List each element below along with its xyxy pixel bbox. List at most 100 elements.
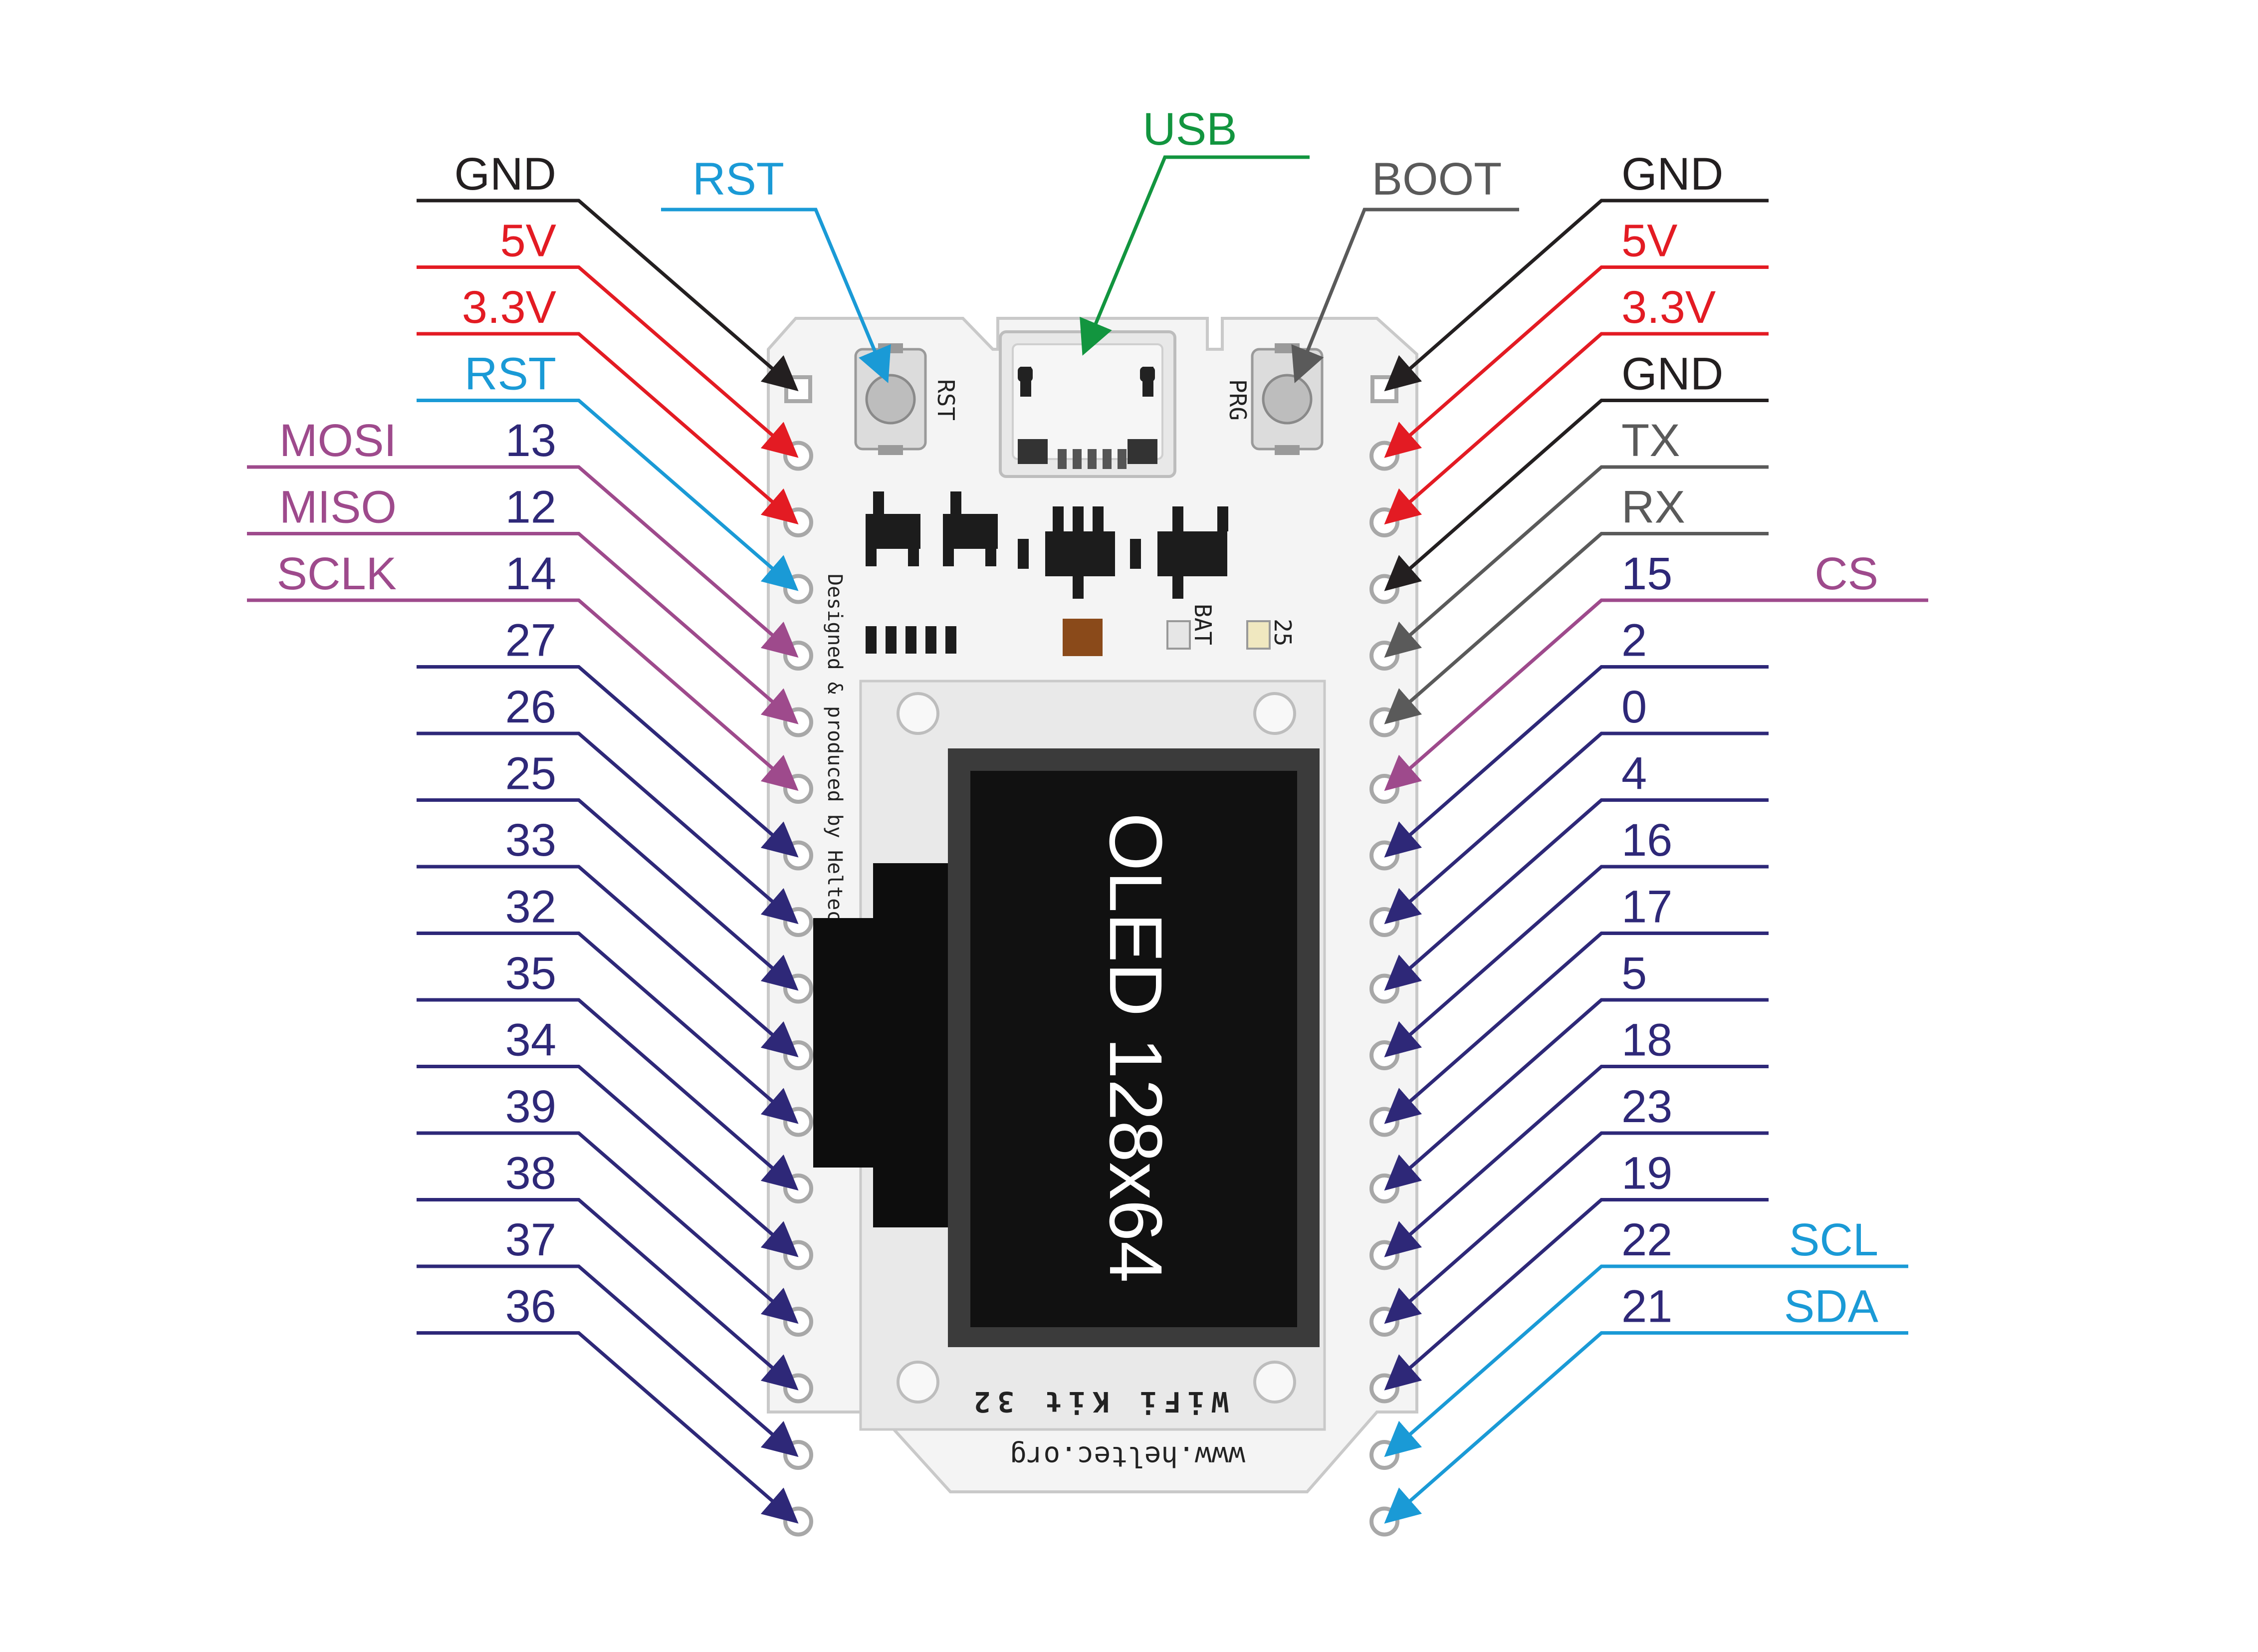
right-pin-label: TX [1621, 415, 1680, 466]
left-pin-label: 32 [505, 882, 556, 933]
left-pin-label: 34 [505, 1015, 556, 1066]
left-pin-2: 5V [417, 216, 799, 458]
right-pad-8 [1369, 840, 1399, 871]
usb-connector [999, 330, 1176, 478]
left-pin-16: 38 [417, 1148, 799, 1391]
left-pin-leader [417, 332, 799, 525]
left-pin-label: 37 [505, 1214, 556, 1265]
left-pad-17 [783, 1440, 813, 1470]
right-pad-15 [1369, 1307, 1399, 1337]
right-pin-6: RX [1384, 482, 1769, 724]
right-pad-13 [1369, 1174, 1399, 1203]
led-silk-label: 25 [1269, 619, 1296, 646]
left-pin-leader [417, 865, 799, 1058]
left-pin-label: 12 [505, 482, 556, 533]
left-pin-leader [247, 465, 799, 658]
left-pin-1: GND [417, 149, 799, 392]
right-pin-label: 5V [1621, 216, 1678, 266]
right-pin-leader [1384, 865, 1769, 1058]
rst-silk-label: RST [932, 379, 959, 421]
right-pin-function: SCL [1789, 1214, 1878, 1265]
right-pin-8: 2 [1384, 615, 1769, 858]
left-pin-leader [417, 399, 799, 591]
right-pad-17 [1369, 1440, 1399, 1470]
left-pad-10 [783, 973, 813, 1004]
boot-leader [1291, 208, 1519, 383]
oled-label: OLED 128x64 [1094, 813, 1178, 1283]
left-pin-leader [417, 798, 799, 991]
left-pad-8 [783, 840, 813, 871]
right-pad-3 [1369, 507, 1399, 537]
left-pin-leader [417, 1198, 799, 1391]
left-pin-leader [417, 1131, 799, 1324]
right-pad-9 [1369, 907, 1399, 937]
right-pin-label: 16 [1621, 815, 1672, 866]
right-pin-function: SDA [1784, 1281, 1879, 1332]
left-pad-15 [783, 1307, 813, 1337]
left-pad-7 [783, 774, 813, 804]
right-pad-14 [1369, 1240, 1399, 1270]
left-pin-leader [417, 731, 799, 925]
left-pad-1 [784, 375, 812, 403]
url-silk-label: www.heltec.org [1010, 1440, 1245, 1472]
side-silk-label: Designed & produced by Heltec [823, 574, 846, 922]
boot-label: BOOT [1372, 154, 1502, 205]
left-pin-9: 26 [417, 682, 799, 925]
right-pin-leader [1384, 199, 1769, 392]
left-pin-leader [417, 265, 799, 458]
oled-module: OLED 128x64 WiFi Kit 32 [813, 680, 1326, 1431]
right-pad-11 [1369, 1040, 1399, 1070]
usb-label: USB [1142, 104, 1237, 155]
left-pin-label: 5V [500, 216, 556, 266]
right-pin-leader [1384, 998, 1769, 1191]
left-pin-leader [247, 598, 799, 791]
left-pin-leader [417, 998, 799, 1191]
rst-top-callout: RST [661, 154, 891, 383]
left-pad-2 [783, 441, 813, 471]
right-pin-15: 23 [1384, 1081, 1769, 1324]
right-pin-14: 18 [1384, 1015, 1769, 1257]
ribbon-cable [813, 863, 948, 1227]
right-pin-leader [1384, 798, 1769, 991]
left-pin-18: 36 [417, 1281, 799, 1524]
right-pin-label: 4 [1621, 748, 1647, 799]
left-pin-10: 25 [417, 748, 799, 991]
left-pin-14: 34 [417, 1015, 799, 1257]
left-pin-label: 25 [505, 748, 556, 799]
right-pad-1 [1370, 375, 1398, 403]
left-pin-leader [417, 1264, 799, 1457]
left-pin-4: RST [417, 349, 799, 591]
rst-top-leader [661, 208, 891, 383]
usb-leader [1080, 155, 1310, 356]
right-pin-leader [1384, 332, 1769, 525]
left-pad-18 [783, 1506, 813, 1537]
oled-screen [970, 771, 1297, 1327]
left-pin-13: 35 [417, 948, 799, 1191]
left-pad-6 [783, 707, 813, 737]
usb-callout: USB [1080, 104, 1310, 356]
left-pin-leader [417, 1331, 799, 1524]
prg-silk-label: PRG [1224, 379, 1251, 421]
right-pad-2 [1369, 441, 1399, 471]
right-pad-12 [1369, 1107, 1399, 1137]
left-pad-14 [783, 1240, 813, 1270]
right-pin-4: GND [1384, 349, 1769, 591]
left-pin-leader [247, 532, 799, 724]
left-pin-17: 37 [417, 1214, 799, 1457]
left-pad-5 [783, 641, 813, 671]
left-pin-label: 39 [505, 1081, 556, 1132]
right-pin-function: CS [1814, 548, 1878, 599]
left-pin-function: MOSI [279, 415, 397, 466]
right-pin-label: 17 [1621, 882, 1672, 933]
right-pin-5: TX [1384, 415, 1769, 658]
right-pin-leader [1384, 731, 1769, 925]
right-pin-label: 0 [1621, 682, 1647, 732]
right-pad-18 [1369, 1506, 1399, 1537]
right-pin-label: 2 [1621, 615, 1647, 666]
